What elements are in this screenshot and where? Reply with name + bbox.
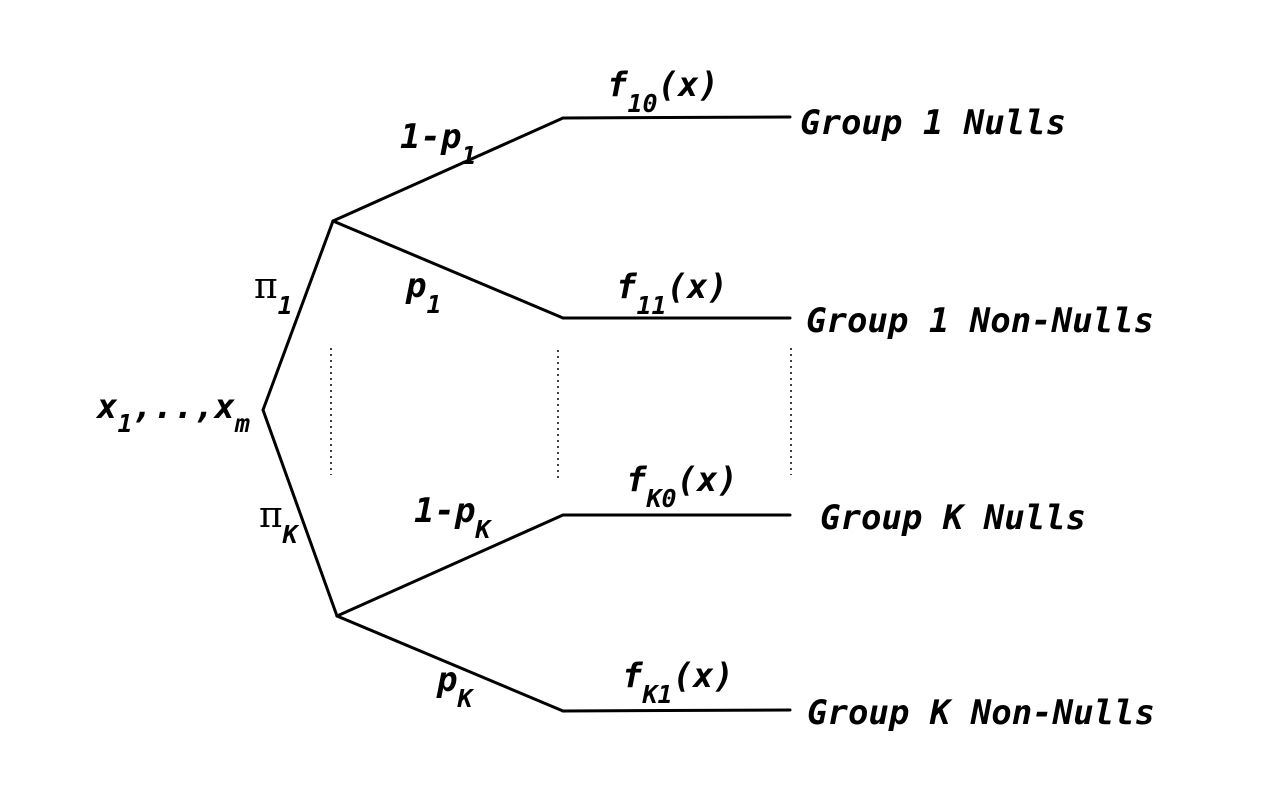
outcome-label-groupK-null: Group K Nulls [820,498,1086,538]
outcome-label-group1-null: Group 1 Nulls [800,103,1066,143]
edge-group1-to-null [331,116,565,223]
density-label-group1-null: f10(x) [607,65,719,118]
edge-root-to-group1 [261,219,335,412]
leaf-line-group1-null [561,115,792,120]
density-label-group1-nonnull: f11(x) [616,267,728,320]
density-label-groupK-null: fK0(x) [626,460,738,513]
leaf-line-groupK-nonnull [561,708,792,713]
root-label: x1,..,xm [95,387,250,438]
edge-group1-to-nonnull [331,219,565,320]
weight-label-group1: π1 [254,266,293,320]
outcome-label-group1-nonnull: Group 1 Non-Nulls [806,301,1154,341]
edge-groupK-to-null [335,513,565,618]
outcome-label-groupK-nonnull: Group K Non-Nulls [807,693,1155,733]
edge-label-group1-null-prob: 1-p1 [400,117,476,170]
density-label-groupK-nonnull: fK1(x) [622,656,734,709]
edge-label-groupK-null-prob: 1-pK [414,491,492,544]
weight-label-groupK: πK [259,495,300,549]
edge-label-group1-nonnull-prob: p1 [405,266,442,319]
edge-groupK-to-nonnull [335,614,565,713]
edge-root-to-groupK [261,408,339,618]
edge-label-groupK-nonnull-prob: pK [436,660,474,713]
